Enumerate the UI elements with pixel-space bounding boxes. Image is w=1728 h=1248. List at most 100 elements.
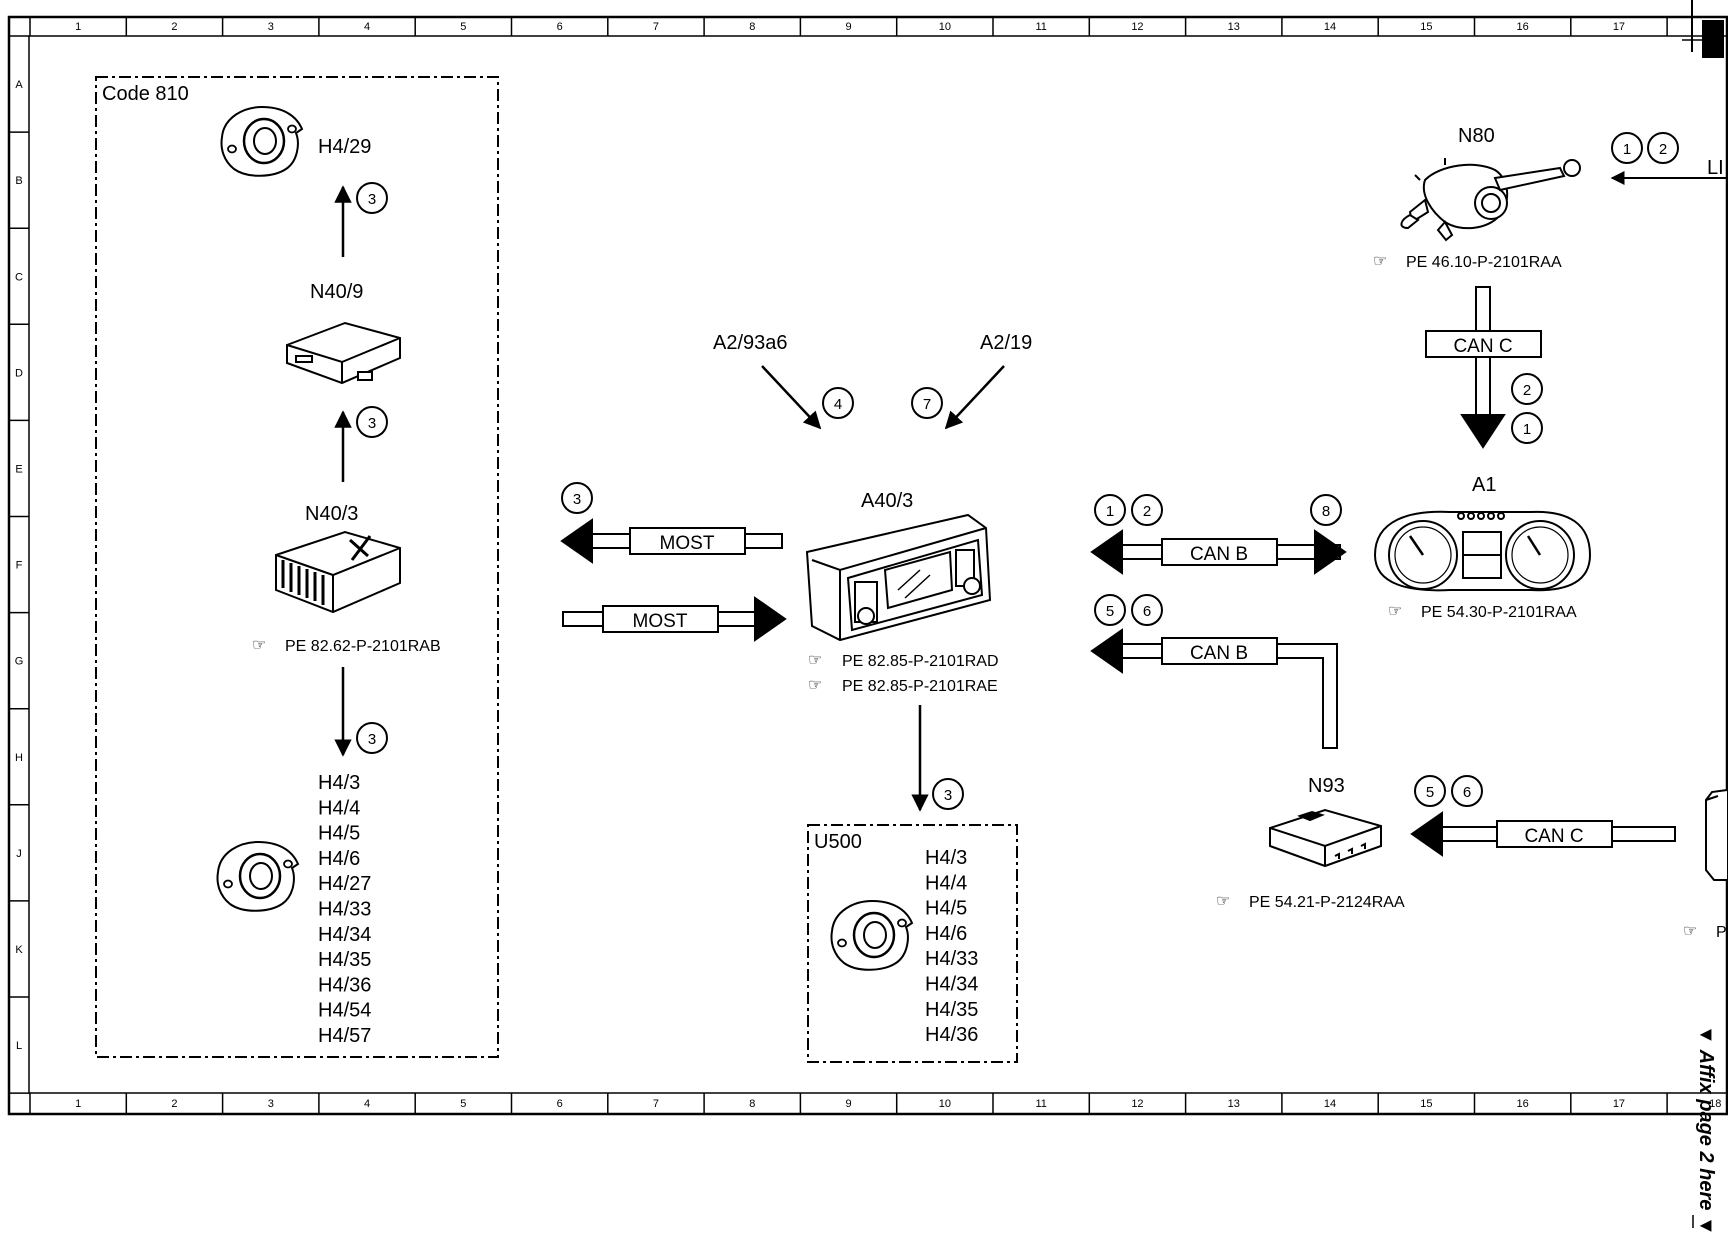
ref-circle-num: 1 — [1106, 503, 1114, 520]
grid-column-label: 6 — [557, 21, 563, 33]
grid-row-label: A — [15, 79, 23, 91]
grid-column-label: 7 — [653, 21, 659, 33]
ref-circle — [356, 182, 388, 214]
code-box-speaker-list: H4/3H4/4H4/5H4/6H4/27H4/33H4/34H4/35H4/3… — [318, 772, 371, 1047]
grid-column-label: 9 — [845, 21, 851, 33]
partial-label: LI — [1707, 157, 1724, 179]
ref-circle-num: 3 — [368, 415, 376, 432]
grid-row-label: L — [16, 1040, 22, 1052]
can-c-vertical-arrow — [1460, 286, 1506, 449]
antenna-a2-19-label: A2/19 — [980, 332, 1032, 354]
code-810-box — [95, 76, 499, 1058]
ref-circle-num: 7 — [923, 396, 931, 413]
grid-column-label: 15 — [1420, 1098, 1432, 1110]
ref-circle — [1094, 594, 1126, 626]
grid-column-label: 16 — [1517, 1098, 1529, 1110]
grid-column-label: 1 — [75, 1098, 81, 1110]
corner-mark — [1682, 0, 1724, 58]
ref-circle-num: 6 — [1463, 784, 1471, 801]
speaker-id-label: H4/57 — [318, 1025, 371, 1047]
ref-book-icon: ☞ — [1683, 923, 1697, 940]
grid-column-label: 11 — [1035, 21, 1046, 33]
ref-circle-num: 6 — [1143, 603, 1151, 620]
antenna-a2-93a6-label: A2/93a6 — [713, 332, 788, 354]
ref-circle — [1131, 594, 1163, 626]
can-c-vertical-label: CAN C — [1453, 336, 1512, 357]
grid-column-label: 17 — [1613, 1098, 1625, 1110]
speaker-id-label: H4/3 — [318, 772, 360, 794]
ref-circle-num: 2 — [1143, 503, 1151, 520]
head-unit-icon — [805, 513, 992, 642]
can-c-bottom-label: CAN C — [1524, 826, 1583, 847]
speaker-id-label: H4/6 — [318, 848, 360, 870]
ref-book-icon: ☞ — [808, 652, 822, 669]
ref-circle — [1511, 412, 1543, 444]
n40-3-label: N40/3 — [305, 503, 358, 525]
u500-box — [807, 824, 1018, 1063]
speaker-group-icon — [216, 840, 300, 913]
grid-column-label: 1 — [75, 21, 81, 33]
ref-circle-num: 3 — [573, 491, 581, 508]
code-box-title: Code 810 — [102, 83, 189, 105]
speaker-id-label: H4/35 — [318, 949, 371, 971]
grid-column-label: 9 — [845, 1098, 851, 1110]
can-b-top-label: CAN B — [1190, 544, 1248, 565]
grid-column-label: 14 — [1324, 1098, 1336, 1110]
ref-book-icon: ☞ — [252, 637, 266, 654]
drawing-frame — [7, 15, 1728, 1116]
ref-circle — [1131, 494, 1163, 526]
grid-column-label: 5 — [460, 1098, 466, 1110]
grid-column-label: 5 — [460, 21, 466, 33]
speaker-id-label: H4/27 — [318, 873, 371, 895]
grid-column-label: 4 — [364, 1098, 370, 1110]
speaker-h4-29-icon — [220, 105, 304, 178]
grid-reference-labels: 1122334455667788991010111112121313141415… — [15, 21, 1722, 1110]
grid-row-label: J — [16, 848, 22, 860]
ref-circle — [356, 722, 388, 754]
grid-column-label: 12 — [1131, 1098, 1143, 1110]
n93-label: N93 — [1308, 775, 1345, 797]
ref-circle-num: 2 — [1523, 382, 1531, 399]
antenna-left-arrow — [761, 365, 822, 430]
ref-circle-num: 2 — [1659, 141, 1667, 158]
grid-column-label: 6 — [557, 1098, 563, 1110]
ref-circle — [1094, 494, 1126, 526]
head-unit-label: A40/3 — [861, 490, 913, 512]
most-in-label-box — [602, 605, 719, 633]
u500-speaker-icon — [830, 899, 914, 972]
grid-row-label: B — [15, 175, 22, 187]
ref-circle-num: 3 — [368, 191, 376, 208]
grid-row-label: D — [15, 367, 23, 379]
grid-column-label: 17 — [1613, 21, 1625, 33]
speaker-id-label: H4/35 — [925, 999, 978, 1021]
speaker-id-label: H4/5 — [318, 823, 360, 845]
ref-circle-num: 1 — [1523, 421, 1531, 438]
most-out-label: MOST — [660, 533, 715, 554]
most-in-label: MOST — [633, 611, 688, 632]
grid-column-label: 13 — [1228, 21, 1240, 33]
ref-book-icon: ☞ — [1373, 253, 1387, 270]
n40-9-label: N40/9 — [310, 281, 363, 303]
grid-column-label: 18 — [1709, 1098, 1721, 1110]
grid-column-label: 10 — [939, 21, 951, 33]
grid-row-label: G — [15, 656, 24, 668]
grid-column-label: 3 — [268, 21, 274, 33]
grid-row-label: H — [15, 752, 23, 764]
grid-column-label: 12 — [1131, 21, 1143, 33]
speaker-id-label: H4/54 — [318, 1000, 371, 1022]
can-c-bottom-label-box — [1496, 820, 1613, 848]
grid-row-label: K — [15, 944, 23, 956]
grid-row-label: E — [15, 463, 22, 475]
a1-ref: PE 54.30-P-2101RAA — [1421, 604, 1577, 621]
speaker-id-label: H4/36 — [925, 1024, 978, 1046]
speaker-id-label: H4/34 — [318, 924, 371, 946]
instrument-cluster-icon — [1373, 510, 1592, 592]
grid-column-label: 4 — [364, 21, 370, 33]
ref-circle — [911, 387, 943, 419]
can-b-bottom-label-box — [1161, 637, 1278, 665]
grid-column-label: 11 — [1035, 1098, 1046, 1110]
n40-9-module-icon — [286, 321, 401, 385]
ref-circle-num: 4 — [834, 396, 842, 413]
affix-note: ▼ Affix page 2 here ▼ — [1695, 1025, 1717, 1236]
